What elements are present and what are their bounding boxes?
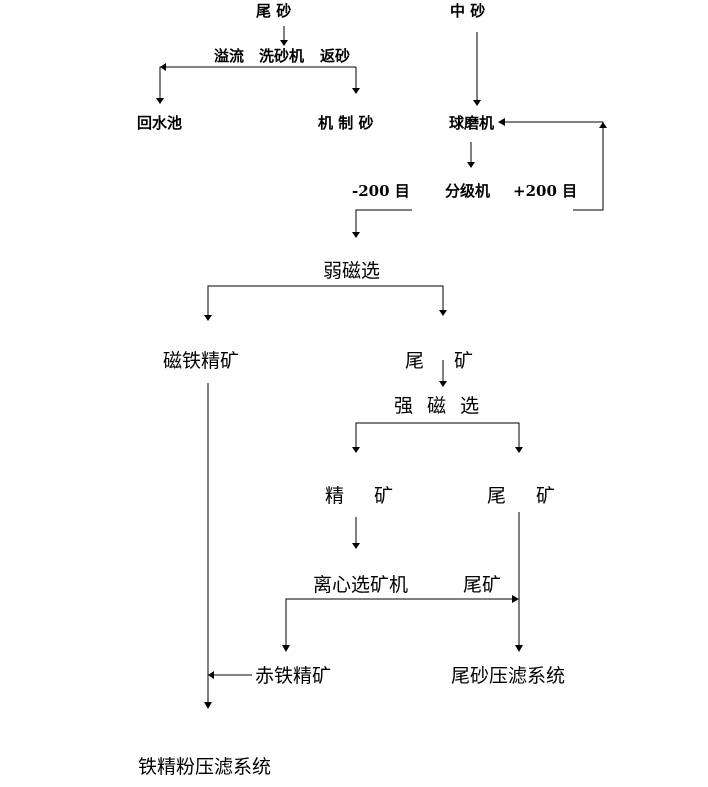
label-plus-200: +200 目: [513, 182, 577, 200]
arrow-to-return-pool: [156, 98, 164, 104]
arrow-to-classifier: [467, 162, 475, 168]
arrow-to-mag-conc: [204, 315, 212, 321]
label-return-pool: 回水池: [137, 114, 182, 132]
label-classifier: 分级机: [445, 182, 490, 200]
label-tailings-2: 尾 矿: [487, 485, 567, 507]
arrow-overflow-left: [160, 63, 166, 71]
label-centrifuge: 离心选矿机: [313, 574, 408, 596]
label-minus-200: -200 目: [352, 182, 410, 200]
arrow-to-weak-mag: [352, 232, 360, 238]
label-iron-filter: 铁精粉压滤系统: [138, 756, 271, 778]
line-weakmag-split: [207, 285, 444, 315]
label-tail-sand: 尾 砂: [256, 2, 291, 20]
arrow-centrifuge-tailings: [512, 595, 519, 603]
label-return-sand: 返砂: [320, 47, 350, 65]
label-tailings-3: 尾矿: [463, 574, 501, 596]
arrow-to-hematite: [282, 645, 290, 652]
label-tailings-1: 尾 矿: [405, 350, 485, 372]
arrow-plus200-up: [599, 122, 607, 128]
line-centrifuge-split: [285, 598, 512, 645]
label-mid-sand: 中 砂: [450, 2, 485, 20]
line-minus200-down: [355, 209, 412, 232]
arrow-to-tail-filter: [515, 645, 523, 652]
line-plus200-return: [505, 121, 604, 211]
label-sand-washer: 洗砂机: [259, 47, 304, 65]
label-mag-iron-conc: 磁铁精矿: [163, 350, 239, 372]
label-weak-mag: 弱磁选: [323, 260, 380, 282]
label-machine-sand: 机 制 砂: [318, 114, 373, 132]
arrow-to-washer: [280, 40, 288, 46]
label-hematite-conc: 赤铁精矿: [255, 665, 331, 687]
label-overflow: 溢流: [214, 47, 244, 65]
arrow-to-tailings2: [515, 447, 523, 453]
arrow-to-ballmill: [473, 100, 481, 106]
label-strong-mag: 强 磁 选: [394, 395, 483, 417]
label-ball-mill: 球磨机: [449, 114, 494, 132]
arrow-to-strong-mag: [439, 381, 447, 387]
line-overflow-to-pool: [159, 66, 356, 98]
arrow-to-iron-filter: [204, 702, 212, 709]
arrow-to-tailings1: [439, 310, 447, 316]
label-concentrate: 精 矿: [325, 485, 405, 507]
arrow-into-ballmill: [498, 118, 505, 126]
arrow-to-concentrate: [352, 447, 360, 453]
line-strongmag-split: [355, 422, 520, 447]
arrow-hematite-join: [208, 671, 214, 679]
arrow-to-centrifuge: [352, 543, 360, 549]
arrow-to-machine-sand: [352, 88, 360, 94]
label-tail-filter: 尾砂压滤系统: [451, 665, 565, 687]
